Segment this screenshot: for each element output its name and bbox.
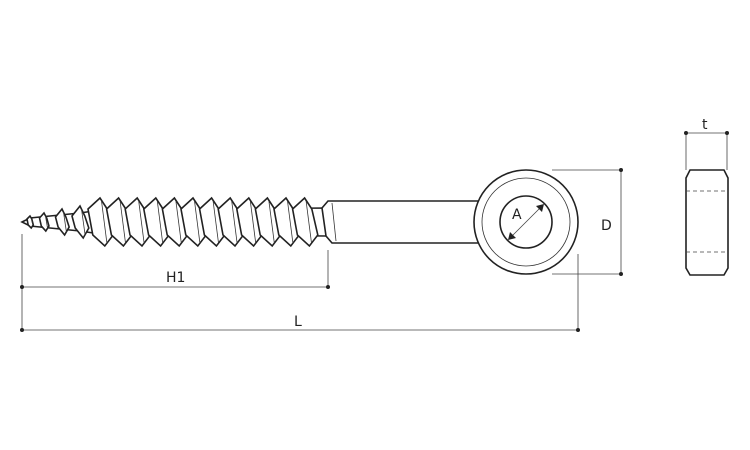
thread-line [175, 200, 182, 244]
thread-crest [71, 204, 90, 240]
thread-line [249, 200, 257, 244]
thread-line [194, 200, 201, 244]
thread-line [81, 208, 86, 236]
label-d: D [601, 218, 612, 234]
dimension-h1: H1 [20, 234, 330, 330]
thread-line [231, 200, 238, 244]
thread-line [212, 200, 219, 244]
thread-line [31, 218, 34, 226]
side-view: t [684, 117, 729, 276]
thread-line [287, 200, 294, 244]
arrowheads [508, 204, 544, 240]
threaded-section [20, 196, 327, 248]
thread-crest [54, 207, 71, 237]
label-h1: H1 [166, 270, 185, 286]
thread-crest [291, 196, 319, 248]
thread-line [101, 200, 108, 244]
label-a: A [512, 207, 522, 223]
thread-crest [38, 211, 50, 233]
shank [321, 200, 483, 244]
label-t: t [702, 117, 708, 133]
thread-line [268, 200, 275, 244]
dimension-l: L [20, 254, 580, 332]
label-l: L [294, 314, 302, 330]
thread-line [63, 211, 67, 233]
thread-line [45, 215, 48, 229]
thread-line [119, 200, 126, 244]
thread-line [138, 200, 145, 244]
thread-line [305, 200, 312, 244]
thread-line [156, 200, 164, 244]
eye-ring: A [473, 169, 579, 275]
dimension-d: D [552, 168, 623, 276]
shank-chamfer [331, 202, 337, 242]
diameter-a-arrow [509, 205, 543, 239]
